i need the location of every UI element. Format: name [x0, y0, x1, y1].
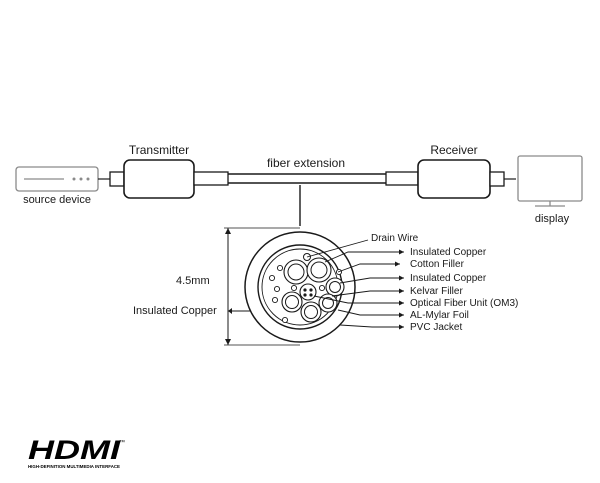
display-label: display [535, 213, 570, 225]
display-monitor-icon [517, 155, 583, 207]
hdmi-wordmark: HDMI [28, 435, 121, 465]
source-device-label: source device [23, 194, 91, 206]
callout-kelvar-filler: Kelvar Filler [410, 286, 463, 297]
callout-pvc-jacket: PVC Jacket [410, 322, 462, 333]
callout-leaders [306, 239, 404, 328]
callout-arrowheads [395, 249, 404, 330]
receiver-label: Receiver [430, 143, 477, 157]
hdmi-trademark: ™ [119, 439, 125, 446]
receiver-connector [385, 159, 505, 199]
insulated-copper-left-label: Insulated Copper [133, 305, 217, 317]
callout-al-mylar-foil: AL-Mylar Foil [410, 310, 469, 321]
hdmi-tagline: HIGH-DEFINITION MULTIMEDIA INTERFACE [28, 464, 120, 469]
callout-optical-fiber-unit: Optical Fiber Unit (OM3) [410, 298, 518, 309]
callout-insulated-copper-right: Insulated Copper [410, 273, 487, 284]
fiber-extension-label: fiber extension [267, 156, 345, 170]
diameter-dimension [224, 227, 300, 346]
callout-drain-wire: Drain Wire [371, 233, 419, 244]
callout-insulated-copper-top: Insulated Copper [410, 247, 487, 258]
transmitter-connector [109, 159, 229, 199]
diameter-label: 4.5mm [176, 275, 210, 287]
transmitter-label: Transmitter [129, 143, 189, 157]
source-device-icon [15, 166, 99, 192]
cable-cross-section [244, 231, 356, 343]
callout-cotton-filler: Cotton Filler [410, 259, 465, 270]
hdmi-logo: HDMI ™ HIGH-DEFINITION MULTIMEDIA INTERF… [28, 435, 125, 469]
fiber-cable [228, 173, 386, 184]
